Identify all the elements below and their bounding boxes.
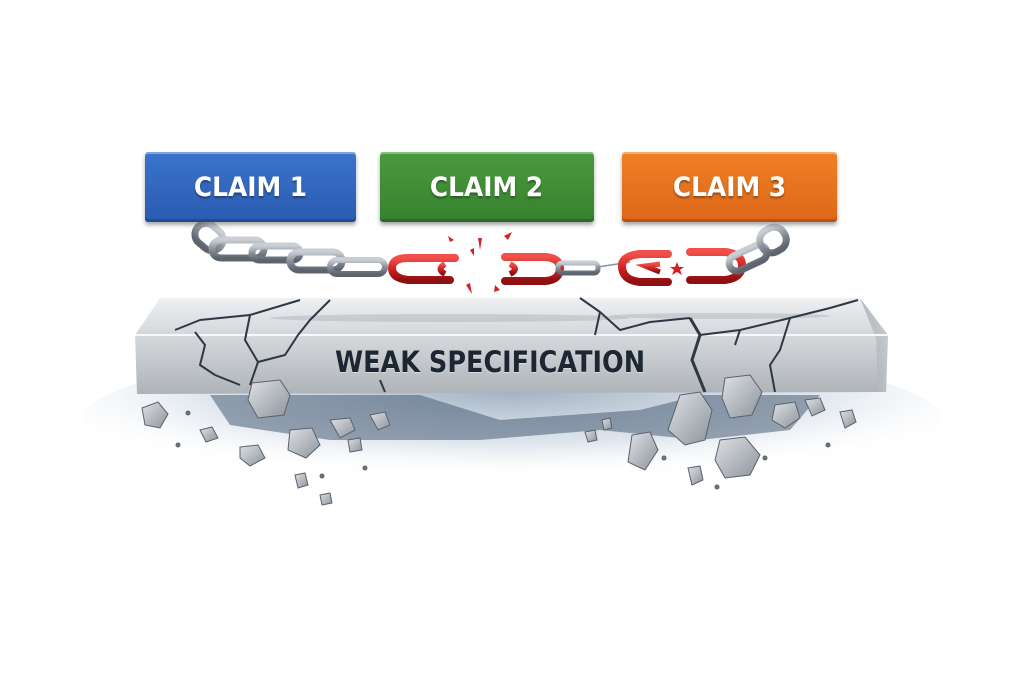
chain-broken-link-1 — [387, 254, 459, 284]
chain-broken-link-3 — [617, 250, 672, 286]
claim-2-label: CLAIM 2 — [430, 171, 544, 203]
chain-intact-right — [725, 223, 790, 275]
claim-1-label: CLAIM 1 — [193, 171, 308, 203]
chain-broken-link-2 — [501, 253, 565, 285]
claim-3-label: CLAIM 3 — [672, 171, 787, 203]
debris-left — [141, 379, 391, 506]
claim-1-box: CLAIM 1 — [145, 152, 356, 222]
claim-3-box: CLAIM 3 — [622, 152, 837, 222]
claim-2-box: CLAIM 2 — [380, 152, 594, 222]
slab-top — [135, 298, 888, 335]
break-sparks-icon — [448, 232, 512, 294]
break-star-icon — [670, 262, 684, 275]
foundation-label: WEAK SPECIFICATION — [334, 345, 646, 379]
chain-intact-left — [191, 219, 388, 277]
debris-right — [584, 374, 857, 490]
chain-broken-link-4 — [686, 248, 747, 284]
